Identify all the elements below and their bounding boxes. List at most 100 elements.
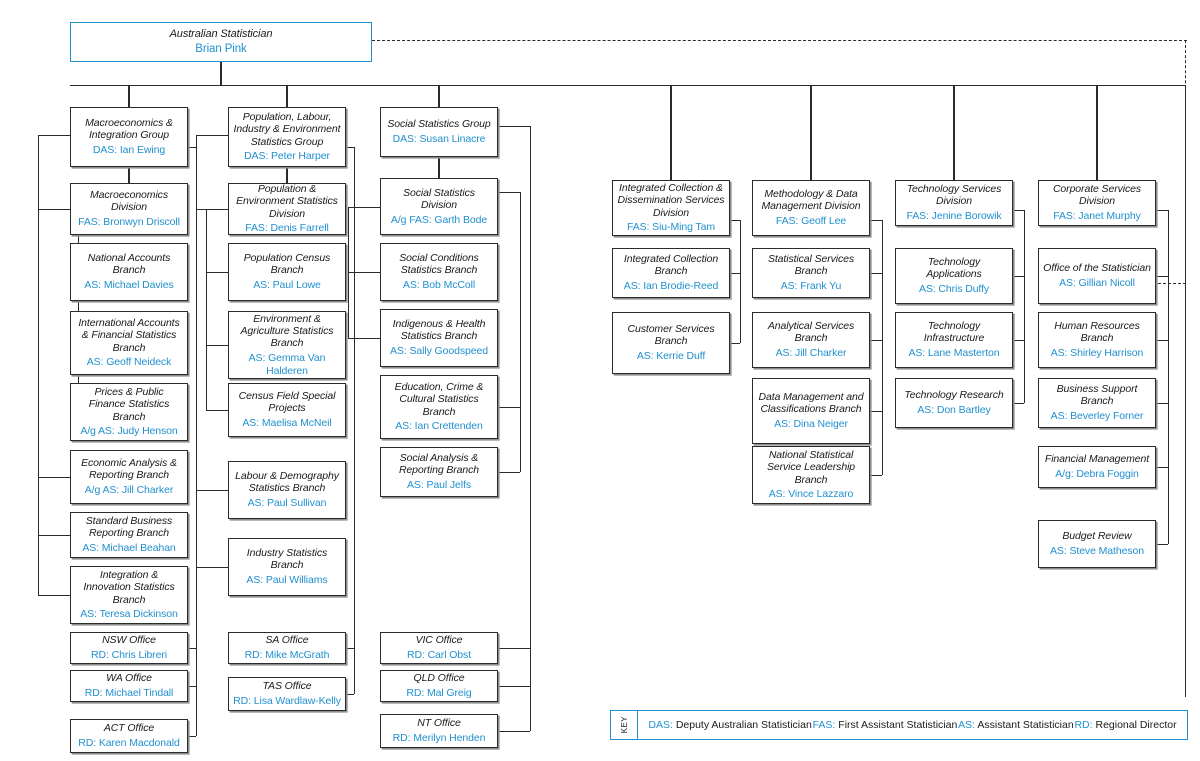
node-title: National Accounts Branch bbox=[87, 252, 171, 277]
node-division-icds[interactable]: Integrated Collection & Dissemination Se… bbox=[612, 180, 730, 236]
node-person: AS: Ian Crettenden bbox=[395, 420, 483, 433]
node-person: AS: Gemma Van Halderen bbox=[248, 351, 326, 377]
legend-item-as: AS: Assistant Statistician bbox=[958, 719, 1074, 731]
node-macro-international-accounts-financial-statistics-[interactable]: International Accounts & Financial Stati… bbox=[70, 311, 188, 375]
node-title: Statistical Services Branch bbox=[767, 253, 855, 278]
node-person: FAS: Janet Murphy bbox=[1053, 210, 1141, 223]
node-person: AS: Sally Goodspeed bbox=[390, 345, 488, 358]
node-macro-prices-public-finance-statistics-branch[interactable]: Prices & Public Finance Statistics Branc… bbox=[70, 383, 188, 441]
rail-regional-branch-3 bbox=[498, 686, 530, 688]
rail-col1-outer-branch bbox=[38, 535, 70, 537]
rail-regional-branch-1 bbox=[188, 648, 196, 650]
node-title: VIC Office bbox=[415, 634, 463, 647]
legend-item-abbr: DAS: bbox=[648, 719, 673, 731]
legend-item-abbr: FAS: bbox=[812, 719, 836, 731]
node-title: Census Field Special Projects bbox=[238, 390, 336, 415]
node-title: Education, Crime & Cultural Statistics B… bbox=[394, 381, 484, 418]
node-person: FAS: Bronwyn Driscoll bbox=[78, 216, 180, 229]
node-person: AS: Frank Yu bbox=[780, 280, 842, 293]
node-person: A/g AS: Judy Henson bbox=[80, 425, 178, 438]
node-group-population[interactable]: Population, Labour, Industry & Environme… bbox=[228, 107, 346, 167]
node-population-population-environment-statistics-division[interactable]: Population & Environment Statistics Divi… bbox=[228, 183, 346, 235]
node-person: AS: Ian Brodie-Reed bbox=[623, 280, 719, 293]
node-macro-integration-innovation-statistics-branch[interactable]: Integration & Innovation Statistics Bran… bbox=[70, 566, 188, 624]
rail-regional-spine-2 bbox=[354, 147, 356, 694]
connector-division-stem-tech bbox=[953, 85, 955, 180]
rail-division-branch-icds bbox=[730, 273, 740, 275]
node-person: A/g: Debra Foggin bbox=[1055, 468, 1139, 481]
node-title: Standard Business Reporting Branch bbox=[85, 515, 173, 540]
node-title: Customer Services Branch bbox=[627, 323, 715, 348]
node-person: AS: Paul Lowe bbox=[253, 279, 321, 292]
connector-division-stem-corporate bbox=[1096, 85, 1098, 180]
node-person: Brian Pink bbox=[195, 43, 247, 56]
rail-division-branch-icds bbox=[730, 343, 740, 345]
node-title: Office of the Statistician bbox=[1043, 262, 1151, 275]
node-person: AS: Paul Jelfs bbox=[407, 479, 471, 492]
node-title: Macroeconomics Division bbox=[90, 189, 168, 214]
rail-col2-inner-branch bbox=[206, 345, 228, 347]
rail-regional-from-group-1 bbox=[188, 147, 196, 149]
node-person: A/g AS: Jill Charker bbox=[84, 484, 174, 497]
legend-item-text: Regional Director bbox=[1092, 719, 1177, 731]
connector-group-stem-social bbox=[438, 85, 440, 107]
node-mdm-data-management-and-classifications-branch[interactable]: Data Management and Classifications Bran… bbox=[752, 378, 870, 444]
legend-key-label-cell: KEY bbox=[611, 711, 638, 739]
connector-main-bus bbox=[70, 85, 1186, 87]
node-mdm-national-statistical-service-leadership-bran[interactable]: National Statistical Service Leadership … bbox=[752, 446, 870, 504]
legend-item-abbr: RD: bbox=[1074, 719, 1093, 731]
node-title: Technology Services Division bbox=[906, 183, 1002, 208]
node-person: AS: Michael Beahan bbox=[82, 542, 176, 555]
node-person: FAS: Geoff Lee bbox=[775, 215, 847, 228]
rail-col2-inner-from-division bbox=[206, 209, 228, 211]
dashed-line-to-office-of-statistician bbox=[372, 40, 1187, 41]
node-title: NT Office bbox=[417, 717, 461, 730]
rail-regional-branch-2 bbox=[346, 694, 354, 696]
node-social-education-crime-cultural-statistics-branch[interactable]: Education, Crime & Cultural Statistics B… bbox=[380, 375, 498, 439]
node-person: RD: Michael Tindall bbox=[84, 687, 174, 700]
connector-division-stem-mdm bbox=[810, 85, 812, 180]
node-population-environment-agriculture-statistics-branch[interactable]: Environment & Agriculture Statistics Bra… bbox=[228, 311, 346, 379]
node-person: FAS: Siu-Ming Tam bbox=[627, 221, 715, 234]
